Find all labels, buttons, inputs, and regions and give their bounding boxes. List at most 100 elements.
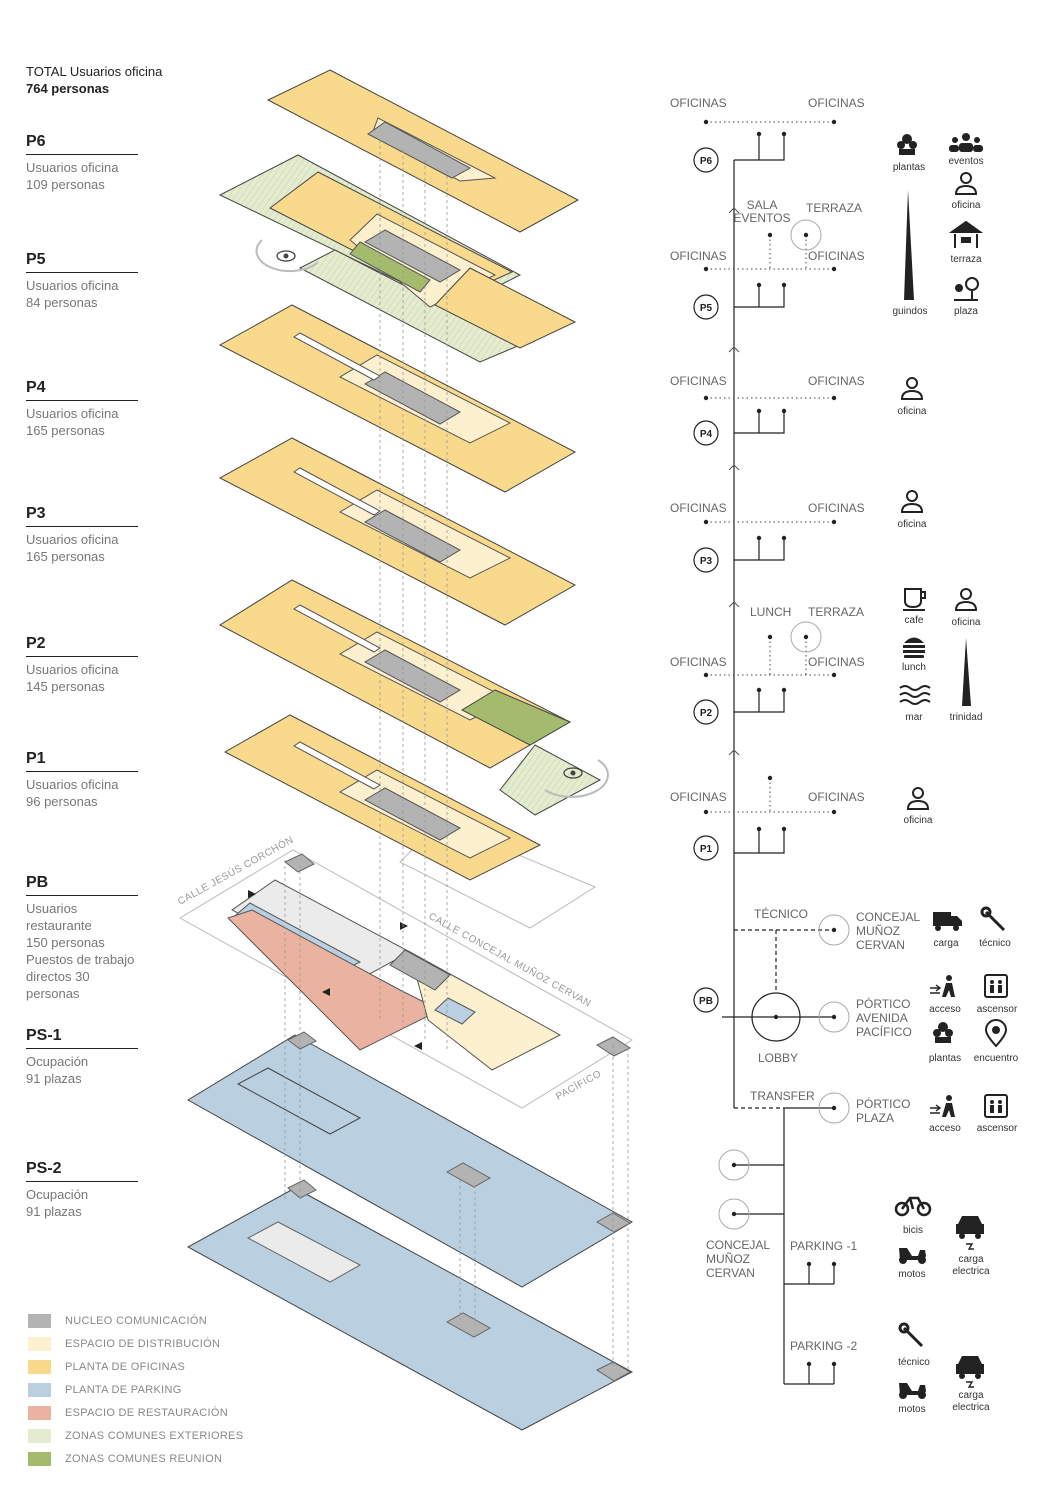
label-lunch: LUNCH bbox=[750, 605, 791, 619]
legend-item: ESPACIO DE RESTAURACIÓN bbox=[28, 1401, 243, 1424]
tecnico-icon bbox=[980, 906, 1006, 932]
floor-desc: Usuarios oficina 96 personas bbox=[26, 777, 119, 809]
legend-item: NUCLEO COMUNICACIÓN bbox=[28, 1309, 243, 1332]
label-concejal-text: CONCEJAL MUÑOZ CERVAN bbox=[706, 1238, 770, 1280]
node-p5: P5 bbox=[693, 294, 719, 320]
floor-code: P2 bbox=[26, 635, 138, 657]
icon-label: lunch bbox=[902, 662, 926, 673]
carga-electrica-icon bbox=[956, 1356, 984, 1388]
core-block bbox=[284, 853, 315, 873]
eventos-icon bbox=[949, 133, 983, 152]
legend-item: ZONAS COMUNES EXTERIORES bbox=[28, 1424, 243, 1447]
legend-swatch bbox=[28, 1359, 51, 1374]
floor-label-pb: PB Usuarios restaurante 150 personas Pues… bbox=[26, 874, 138, 1002]
icon-label: encuentro bbox=[974, 1053, 1019, 1064]
floor-desc: Ocupación 91 plazas bbox=[26, 1187, 89, 1219]
icon-label: oficina bbox=[898, 519, 927, 530]
entry-arrow-icon bbox=[400, 922, 408, 930]
floor-desc: Usuarios oficina 109 personas bbox=[26, 160, 119, 192]
total-value: 764 personas bbox=[26, 81, 110, 96]
label-oficinas: OFICINAS bbox=[808, 501, 865, 515]
node-dots bbox=[703, 119, 837, 1367]
trinidad-icon bbox=[962, 638, 971, 706]
icon-label: guindos bbox=[892, 306, 927, 317]
floor-plate-p6 bbox=[266, 69, 580, 233]
floor-desc: Usuarios restaurante 150 personas Puesto… bbox=[26, 901, 135, 1001]
icon-label: carga bbox=[933, 938, 958, 949]
icon-label: motos bbox=[898, 1404, 925, 1415]
vertical-shafts bbox=[284, 140, 629, 1372]
mar-icon bbox=[899, 685, 931, 705]
icon-label: motos bbox=[898, 1269, 925, 1280]
endpoint-circles bbox=[718, 219, 850, 1230]
floor-code: P3 bbox=[26, 505, 138, 527]
total-title: TOTAL Usuarios oficina bbox=[26, 64, 163, 79]
motos-icon bbox=[899, 1383, 926, 1399]
label-oficinas: OFICINAS bbox=[808, 96, 865, 110]
core-block bbox=[363, 509, 462, 563]
label-portico-plaza-text: PÓRTICO PLAZA bbox=[856, 1097, 911, 1125]
floor-code: P1 bbox=[26, 750, 138, 772]
label-sala-eventos: SALA EVENTOS bbox=[733, 199, 791, 225]
icon-label: técnico bbox=[979, 938, 1011, 949]
view-eye-icon bbox=[255, 239, 319, 273]
icon-label: bicis bbox=[903, 1225, 923, 1236]
core-block bbox=[363, 649, 462, 703]
floor-plate-pb bbox=[179, 849, 633, 1109]
label-oficinas: OFICINAS bbox=[808, 655, 865, 669]
ramp bbox=[246, 1221, 362, 1283]
ramp bbox=[236, 1067, 362, 1135]
label-oficinas: OFICINAS bbox=[808, 374, 865, 388]
floor-code: PS-1 bbox=[26, 1027, 138, 1049]
tecnico-icon bbox=[898, 1322, 924, 1348]
legend-label: ESPACIO DE RESTAURACIÓN bbox=[65, 1406, 228, 1419]
label-portico-plaza: PÓRTICO PLAZA bbox=[856, 1097, 911, 1125]
floor-plate-ps1 bbox=[187, 1031, 634, 1288]
label-concejal-text: CONCEJAL MUÑOZ CERVAN bbox=[856, 910, 920, 952]
label-oficinas: OFICINAS bbox=[808, 249, 865, 263]
label-portico-avenida: PÓRTICO AVENIDA PACÍFICO bbox=[856, 997, 912, 1039]
node-label: P6 bbox=[700, 156, 713, 167]
core-block bbox=[595, 1212, 632, 1233]
label-terraza: TERRAZA bbox=[808, 605, 864, 619]
node-label: P2 bbox=[700, 708, 713, 719]
icon-label: plantas bbox=[929, 1053, 961, 1064]
node-p4: P4 bbox=[693, 420, 719, 446]
street-label-pacifico: PACÍFICO bbox=[553, 1067, 603, 1103]
core-block bbox=[595, 1036, 632, 1057]
icon-label: oficina bbox=[904, 815, 933, 826]
floor-desc: Usuarios oficina 165 personas bbox=[26, 406, 119, 438]
core-block bbox=[363, 787, 462, 841]
legend-swatch bbox=[28, 1428, 51, 1443]
floor-desc: Usuarios oficina 84 personas bbox=[26, 278, 119, 310]
motos-icon bbox=[899, 1248, 926, 1264]
icon-label: carga electrica bbox=[952, 1390, 990, 1413]
label-parking1: PARKING -1 bbox=[790, 1239, 857, 1253]
oficina-icon bbox=[906, 787, 930, 810]
entry-arrow-icon bbox=[414, 1042, 422, 1050]
node-p2: P2 bbox=[693, 699, 719, 725]
label-concejal: CONCEJAL MUÑOZ CERVAN bbox=[856, 910, 920, 952]
legend-swatch bbox=[28, 1405, 51, 1420]
label-oficinas: OFICINAS bbox=[670, 501, 727, 515]
legend-item: ESPACIO DE DISTRIBUCIÓN bbox=[28, 1332, 243, 1355]
icon-label: terraza bbox=[950, 254, 982, 265]
label-terraza: TERRAZA bbox=[806, 201, 862, 215]
floor-desc: Usuarios oficina 145 personas bbox=[26, 662, 119, 694]
core-block bbox=[363, 229, 462, 283]
label-sala-eventos-text: SALA EVENTOS bbox=[733, 199, 791, 225]
legend-label: PLANTA DE OFICINAS bbox=[65, 1360, 186, 1373]
oficina-icon bbox=[954, 588, 978, 611]
plantas-icon bbox=[897, 134, 917, 155]
legend-label: ZONAS COMUNES REUNION bbox=[65, 1452, 223, 1465]
label-oficinas: OFICINAS bbox=[670, 249, 727, 263]
icon-label-text: carga electrica bbox=[952, 1390, 990, 1413]
icon-label: cafe bbox=[905, 615, 924, 626]
legend-label: ZONAS COMUNES EXTERIORES bbox=[65, 1429, 244, 1442]
floor-code: PB bbox=[26, 874, 138, 896]
core-block bbox=[595, 1361, 632, 1382]
